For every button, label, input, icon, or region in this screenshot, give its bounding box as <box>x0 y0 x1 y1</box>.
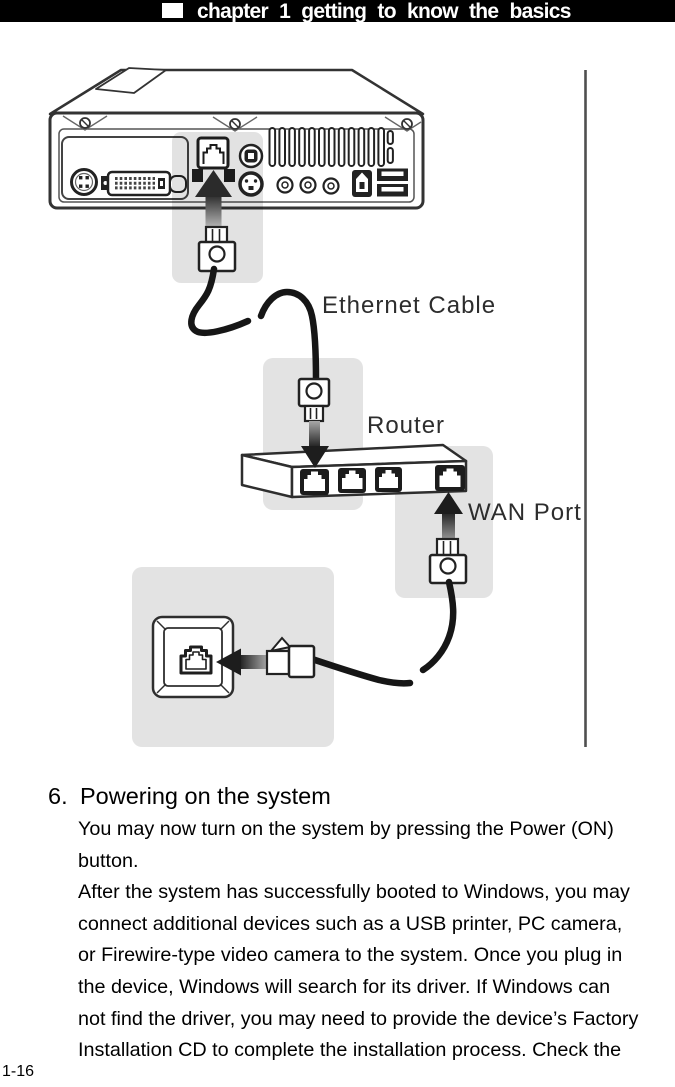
chapter-header-bar: chapter 1 getting to know the basics <box>0 0 675 23</box>
arrow-down-icon <box>301 421 329 468</box>
computer-top-face <box>48 68 425 116</box>
wan-port-label: WAN Port <box>468 499 582 526</box>
chapter-marker-icon <box>162 3 183 18</box>
arrow-up-icon <box>195 170 232 229</box>
ethernet-cable-path-2 <box>257 288 320 385</box>
section-body: You may now turn on the system by pressi… <box>78 814 638 1067</box>
router-label: Router <box>367 412 445 439</box>
chapter-title: chapter 1 getting to know the basics <box>197 0 571 23</box>
router-illustration <box>240 443 468 499</box>
router-lan-ports <box>300 467 402 495</box>
body-line: After the system has successfully booted… <box>78 881 630 904</box>
wall-jack-illustration <box>151 615 235 699</box>
power-connector-icon <box>70 168 98 196</box>
ethernet-cable-label: Ethernet Cable <box>322 292 496 319</box>
arrow-up-wan-icon <box>434 492 463 541</box>
vent-slots <box>268 127 394 167</box>
wan-cable-path-1 <box>419 578 457 674</box>
dvi-port-icon <box>101 170 187 197</box>
page-number: 1-16 <box>2 1063 35 1080</box>
panel-screw-icons <box>62 115 422 132</box>
optical-port-icon <box>238 143 264 169</box>
computer-top-bay <box>95 67 167 94</box>
rj45-plug-wall <box>265 636 316 679</box>
section-title: Powering on the system <box>80 783 331 809</box>
section-number: 6. <box>48 783 68 809</box>
section-heading: 6. Powering on the system <box>48 783 331 810</box>
arrow-left-icon <box>216 648 270 676</box>
firewire-port-icon <box>352 170 372 197</box>
computer-rear-illustration <box>48 67 425 210</box>
ethernet-cable-path-1 <box>188 265 252 337</box>
wan-cable-path-2 <box>308 655 414 687</box>
body-line: the device, Windows will search for its … <box>78 975 611 998</box>
usb-ports-icon <box>377 168 408 197</box>
rj45-plug-pc <box>197 225 237 273</box>
body-line: or Firewire-type video camera to the sys… <box>78 944 623 967</box>
body-line: button. <box>78 849 139 872</box>
body-line: connect additional devices such as a USB… <box>78 912 623 935</box>
body-line: You may now turn on the system by pressi… <box>78 818 614 840</box>
body-line: Installation CD to complete the installa… <box>78 1039 622 1062</box>
svideo-port-icon <box>238 171 264 197</box>
rj45-plug-wan <box>428 537 468 585</box>
body-line: not find the driver, you may need to pro… <box>78 1007 639 1030</box>
ethernet-port-icon <box>192 136 235 182</box>
wall-jack-port-icon <box>179 645 213 675</box>
router-wan-port <box>435 465 465 491</box>
audio-jack-icons <box>276 176 340 195</box>
